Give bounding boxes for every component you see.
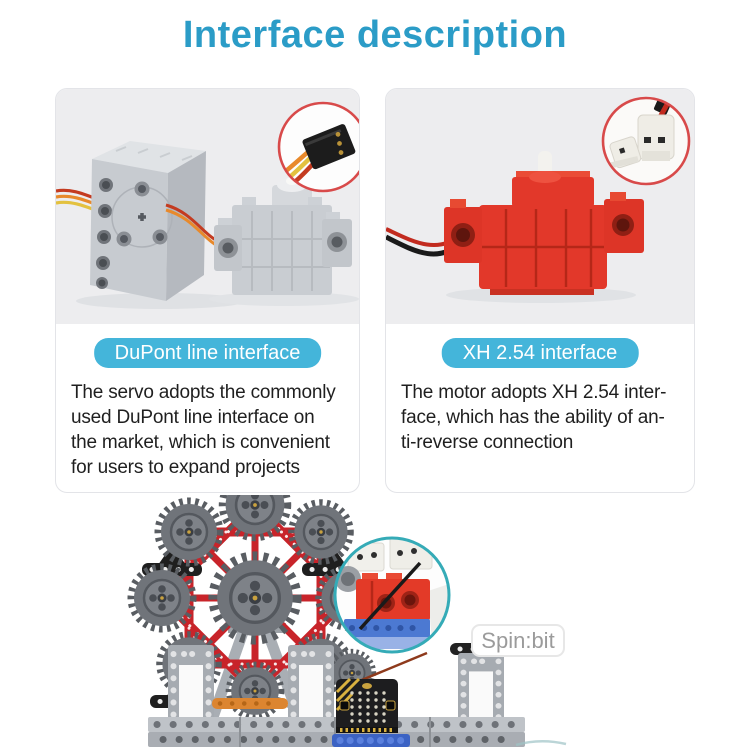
- servo-interface-card: DuPont line interface The servo adopts t…: [55, 88, 360, 493]
- motor-interface-card: XH 2.54 interface The motor adopts XH 2.…: [385, 88, 695, 493]
- spinbit-label: Spin:bit: [471, 624, 565, 657]
- motor-description: The motor adopts XH 2.54 inter- face, wh…: [401, 380, 690, 455]
- servo-description: The servo adopts the commonly used DuPon…: [71, 380, 355, 480]
- motor-description-line: The motor adopts XH 2.54 inter-: [401, 382, 667, 403]
- servo-description-line: the market, which is convenient: [71, 432, 330, 453]
- motor-description-line: face, which has the ability of an-: [401, 407, 665, 428]
- motor-description-line: ti-reverse connection: [401, 432, 574, 453]
- servo-block-large: [90, 141, 206, 301]
- motor-zoom-circle-icon: [333, 536, 451, 654]
- dupont-zoom-circle-icon: [277, 101, 359, 193]
- red-motor-block: [444, 151, 644, 295]
- dupont-interface-badge: DuPont line interface: [93, 338, 322, 368]
- servo-description-line: for users to expand projects: [71, 457, 300, 478]
- servo-description-line: used DuPont line interface on: [71, 407, 315, 428]
- servo-blocks-illustration: [56, 101, 359, 309]
- servo-description-line: The servo adopts the commonly: [71, 382, 336, 403]
- motor-photo: [386, 89, 694, 324]
- spinbit-model-photo: [0, 495, 567, 750]
- red-motor-illustration: [386, 96, 691, 303]
- xh254-interface-badge: XH 2.54 interface: [441, 338, 639, 368]
- swoosh-decoration: [515, 740, 567, 747]
- servo-photo: [56, 89, 359, 324]
- microbit-board: [332, 677, 410, 747]
- page-title: Interface description: [182, 14, 568, 56]
- servo-block-small: [214, 177, 352, 295]
- xh254-zoom-circle-icon: [601, 96, 691, 186]
